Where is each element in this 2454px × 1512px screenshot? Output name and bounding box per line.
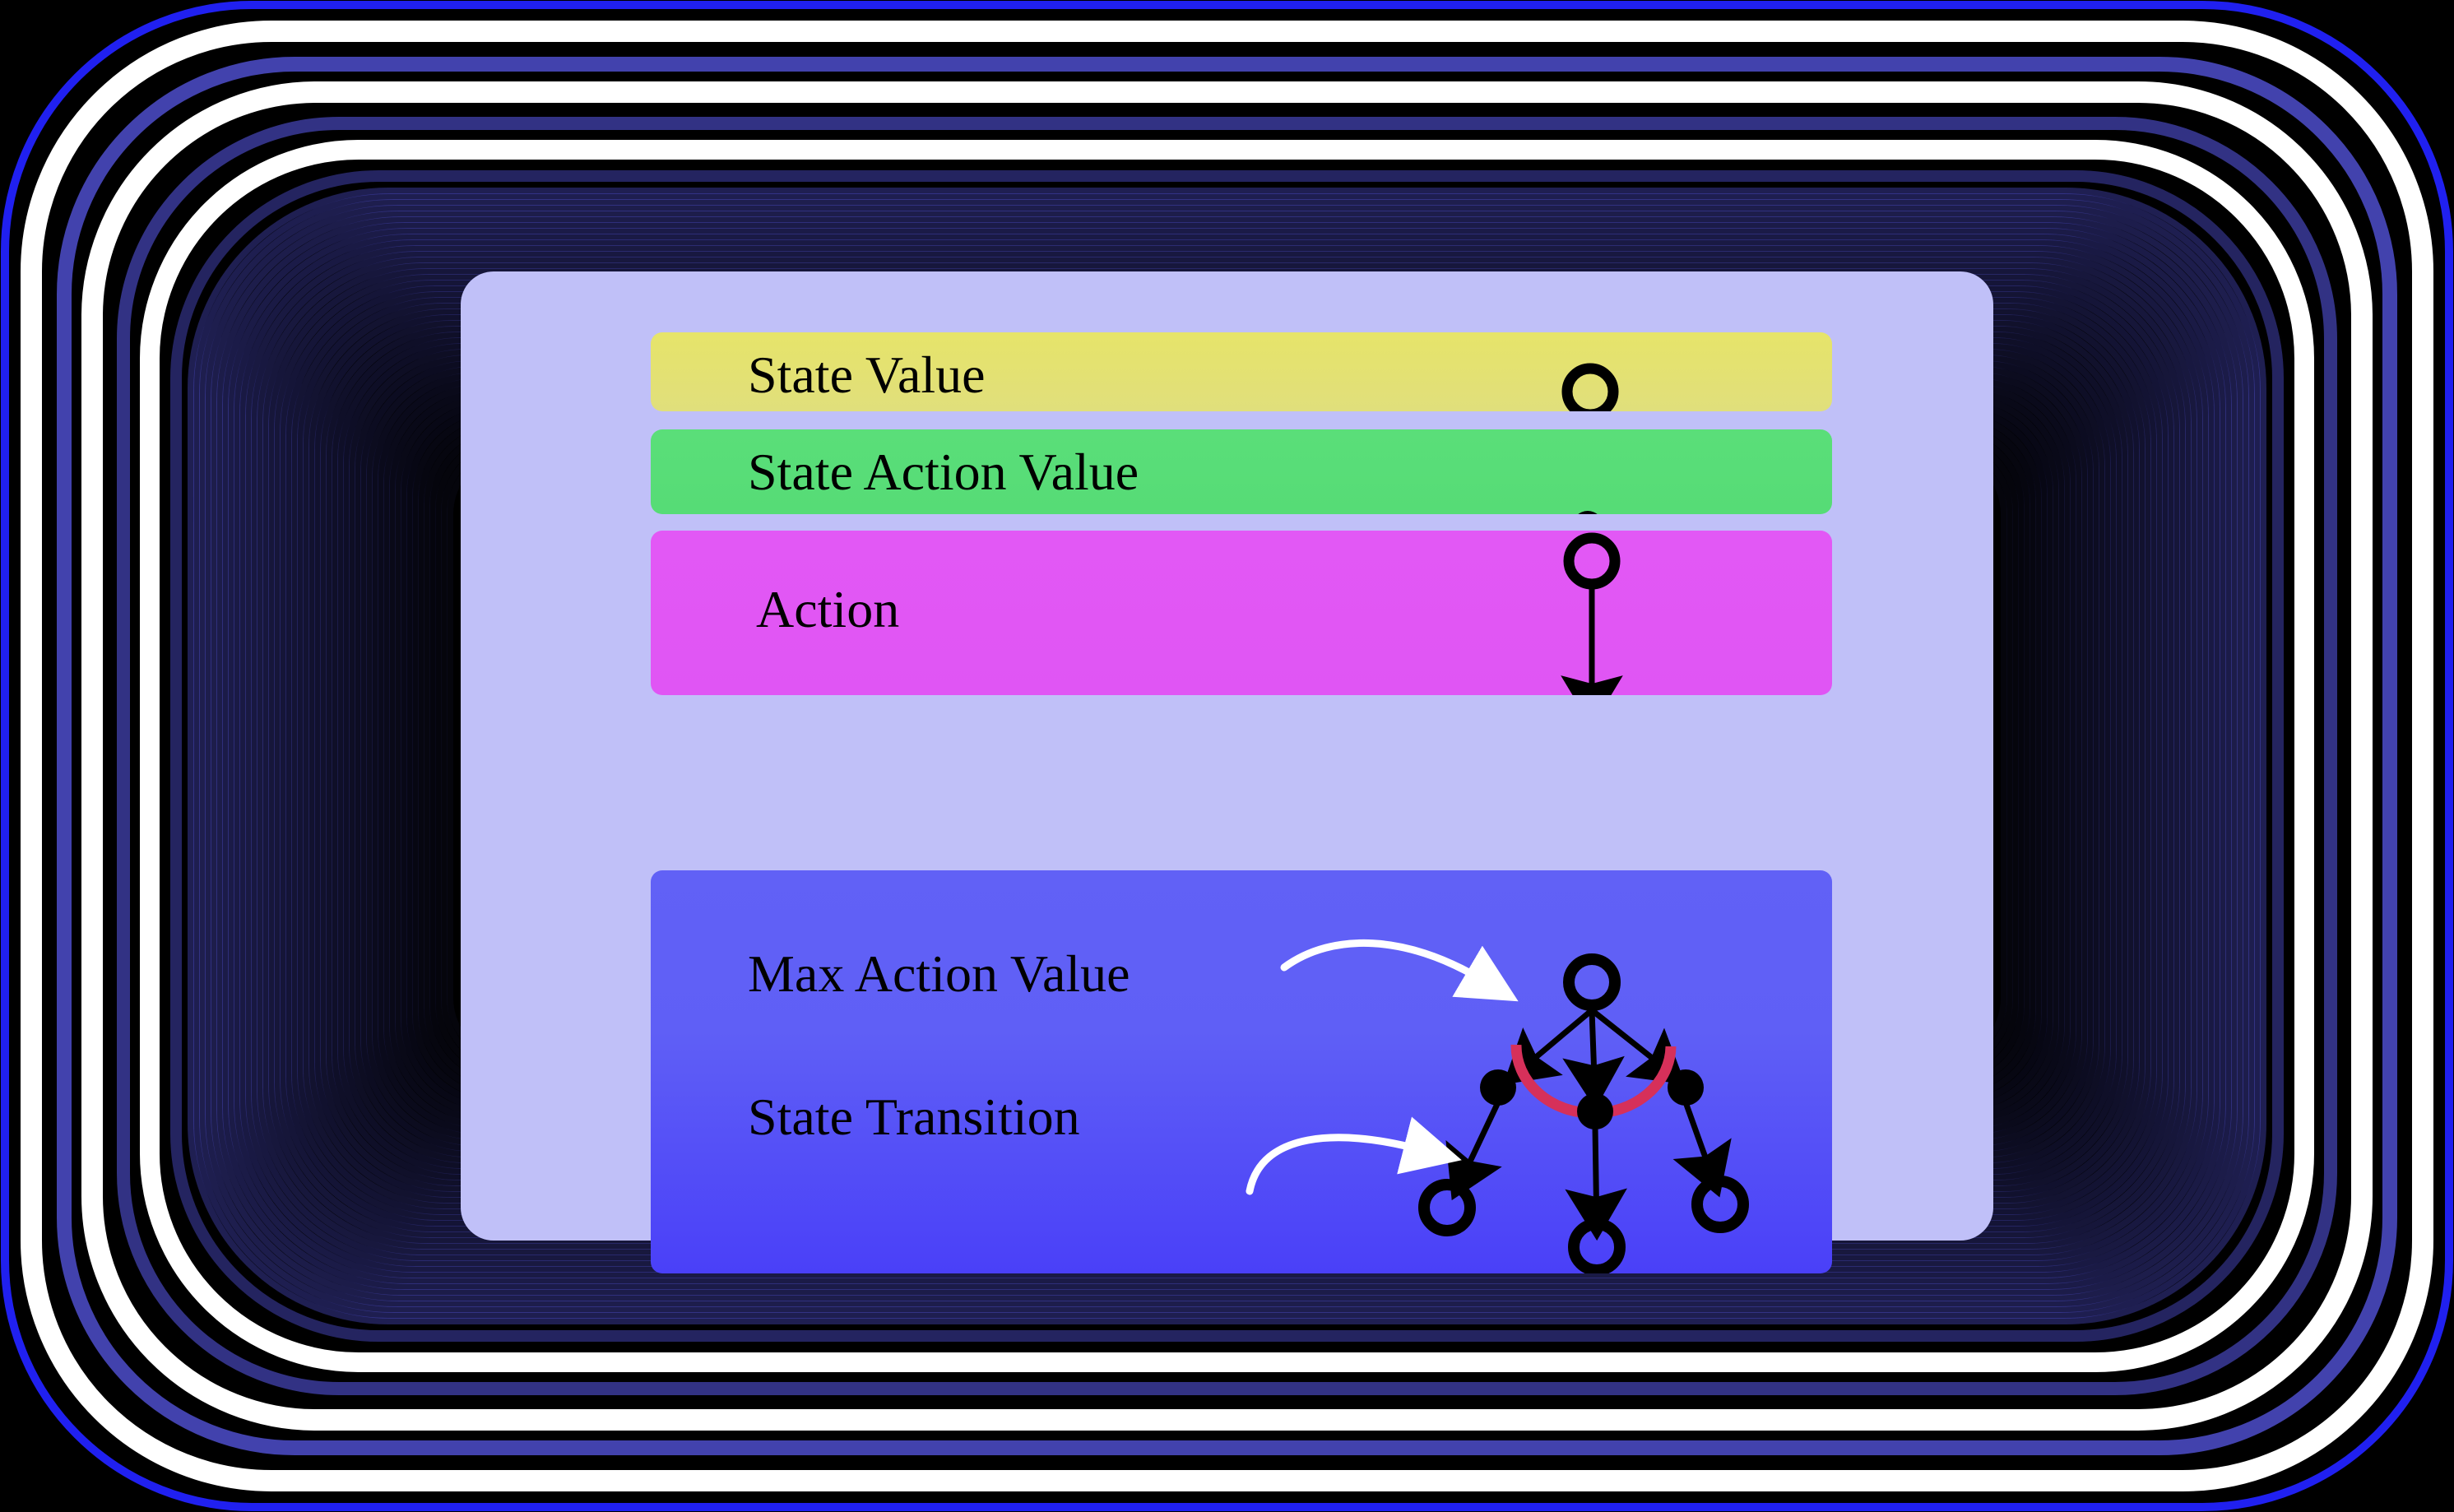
legend-row-backup-tree[interactable]: Max Action Value State Transition xyxy=(651,870,1832,1273)
glow-ring xyxy=(205,205,2249,1307)
white-curved-arrow-icon-max-action-value xyxy=(1280,939,1519,1002)
tree-node-action-left xyxy=(1480,1069,1516,1106)
edge-root-to-action-mid xyxy=(1562,1009,1625,1110)
glow-ring xyxy=(199,199,2255,1313)
glow-ring xyxy=(81,81,2373,1431)
tree-node-state-left xyxy=(1418,1179,1476,1236)
annotation-label-max-action-value: Max Action Value xyxy=(748,944,1130,1003)
tree-node-state-right xyxy=(1691,1176,1749,1233)
legend-row-state-action-value[interactable]: State Action Value xyxy=(651,429,1832,514)
glow-ring xyxy=(188,188,2266,1324)
edge-action-to-state-mid xyxy=(1565,1126,1627,1241)
glow-ring xyxy=(117,117,2337,1395)
tree-node-state-mid xyxy=(1568,1218,1626,1273)
glow-ring xyxy=(222,222,2232,1290)
filled-dot-icon xyxy=(1578,511,1598,514)
glow-ring xyxy=(234,234,2220,1278)
glow-ring xyxy=(57,57,2397,1455)
glow-ring xyxy=(216,216,2238,1296)
glow-ring xyxy=(193,193,2261,1319)
legend-row-state-value[interactable]: State Value xyxy=(651,332,1832,411)
open-circle-icon xyxy=(1561,363,1619,411)
legend-row-action[interactable]: Action xyxy=(651,531,1832,695)
tree-node-action-mid xyxy=(1577,1093,1613,1129)
glow-ring xyxy=(170,170,2284,1342)
white-curved-arrow-icon-state-transition xyxy=(1246,1116,1462,1195)
edge-action-to-state-right xyxy=(1672,1101,1732,1198)
edge-action-to-state-left xyxy=(1445,1101,1502,1201)
tree-node-action-right xyxy=(1668,1069,1704,1106)
legend-label-action: Action xyxy=(756,580,900,638)
glow-ring xyxy=(21,21,2433,1491)
tree-node-root-state xyxy=(1563,953,1621,1011)
state-to-action-arrow-icon xyxy=(1561,532,1623,695)
glow-ring xyxy=(211,211,2243,1301)
legend-label-state-value: State Value xyxy=(748,346,986,404)
glow-ring xyxy=(228,228,2226,1284)
legend-stack: State Value State Action Value Action xyxy=(651,332,1832,1273)
glow-ring xyxy=(140,140,2314,1372)
legend-label-state-action-value: State Action Value xyxy=(748,443,1139,501)
annotation-label-state-transition: State Transition xyxy=(748,1088,1080,1146)
backup-tree-icon xyxy=(1246,939,1749,1273)
